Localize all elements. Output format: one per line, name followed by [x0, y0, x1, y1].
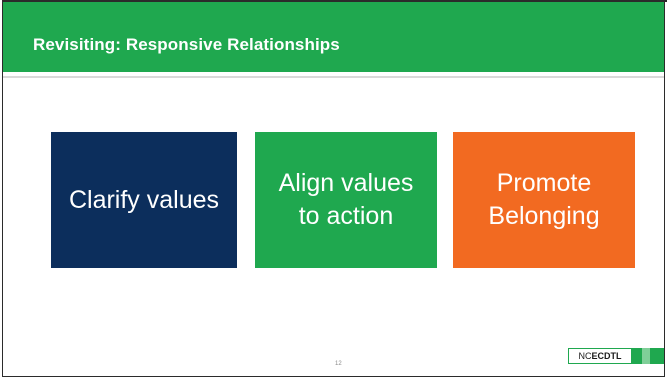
logo-emphasis: ECDTL [591, 351, 622, 361]
logo-bar [632, 348, 642, 364]
clarify-values-label: Clarify values [68, 185, 220, 214]
align-values-line-1: Align values [278, 169, 414, 197]
promote-belonging-box: Promote Belonging [453, 132, 635, 268]
slide-title: Revisiting: Responsive Relationships [33, 35, 340, 54]
align-values-line-2: to action [298, 202, 394, 230]
promote-belonging-line-2: Belonging [488, 202, 600, 230]
promote-belonging-line-1: Promote [496, 169, 592, 197]
align-values-box: Align values to action [255, 132, 437, 268]
logo-bar [642, 348, 650, 364]
logo-prefix: NC [578, 351, 592, 361]
top-border [2, 0, 667, 2]
clarify-values-box: Clarify values [51, 132, 237, 268]
page-number: 12 [335, 361, 342, 367]
slide-header: Revisiting: Responsive Relationships [3, 2, 664, 76]
logo-bar [650, 348, 664, 364]
